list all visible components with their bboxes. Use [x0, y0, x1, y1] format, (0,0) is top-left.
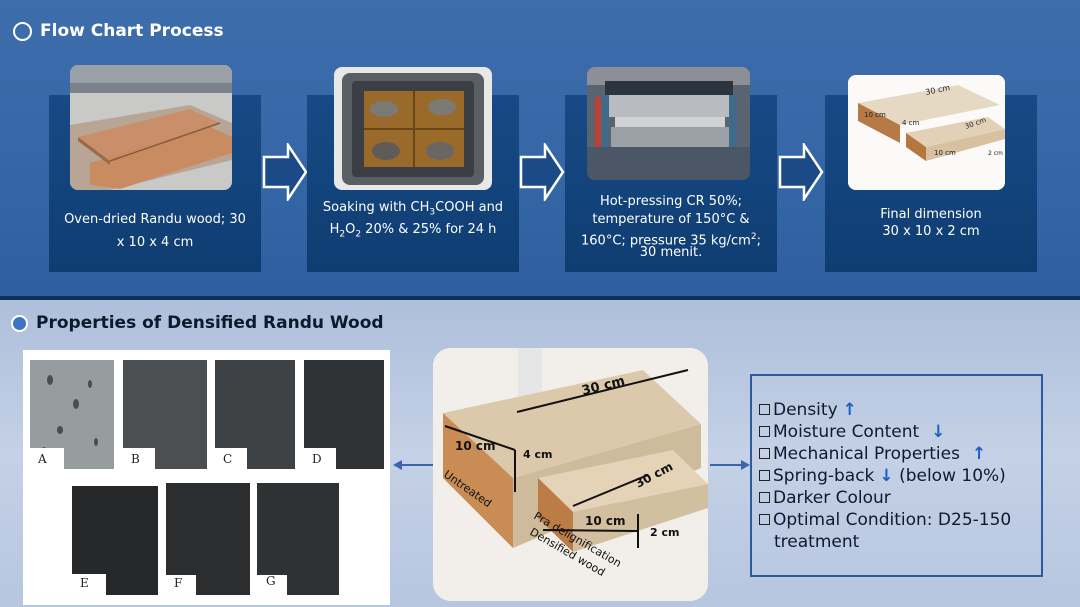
oven-dried-wood-photo	[70, 65, 232, 190]
property-label: Density	[773, 400, 838, 420]
arrow-down-icon: ↓	[879, 466, 894, 486]
property-density: Density↑	[759, 400, 857, 421]
circle-bullet-icon	[13, 21, 32, 41]
step-oven-dried: Oven-dried Randu wood; 30 x 10 x 4 cm	[49, 65, 261, 272]
sample-image-f	[166, 483, 250, 595]
step2-text-b: COOH and	[435, 200, 504, 215]
step1-line1: Oven-dried Randu wood; 30	[64, 212, 246, 227]
property-colour: Darker Colour	[759, 488, 891, 509]
property-label: Spring-back	[773, 466, 875, 486]
step2-sub-b: 2	[339, 229, 346, 240]
final-h2-label: 2 cm	[988, 150, 1003, 157]
arrow-up-icon: ↑	[971, 444, 987, 464]
right-arrow-icon	[778, 143, 824, 201]
property-moisture: Moisture Content ↓	[759, 422, 945, 443]
property-label: Darker Colour	[773, 488, 891, 508]
step2-text-d: O	[345, 222, 356, 237]
property-label: Mechanical Properties	[773, 444, 960, 464]
right-arrow-icon	[262, 143, 308, 201]
property-label: Moisture Content	[773, 422, 920, 442]
top-height-label: 4 cm	[523, 448, 552, 461]
step3-line3: 160°C; pressure 35 kg/cm2;	[565, 227, 777, 251]
sample-label-e: E	[80, 576, 89, 590]
sample-image-b	[123, 360, 207, 469]
step2-text-e: 20% & 25% for 24 h	[361, 222, 497, 237]
final-h-label: 4 cm	[902, 119, 920, 127]
step2-sub-c: 2	[355, 229, 362, 240]
property-mechanical: Mechanical Properties ↑	[759, 444, 986, 465]
property-label: treatment	[774, 532, 860, 552]
step3-text-b: ;	[756, 233, 761, 249]
step2-text-a: Soaking with CH	[322, 200, 430, 215]
properties-title-text: Properties of Densified Randu Wood	[36, 313, 384, 333]
hot-press-machine-photo	[587, 67, 750, 180]
step2-line1: Soaking with CH3COOH and	[307, 198, 519, 223]
final-dimension-photo: 30 cm 10 cm 4 cm 30 cm 10 cm 2 cm	[848, 75, 1005, 190]
bottom-height-label: 2 cm	[650, 526, 679, 539]
checkbox-bullet-icon	[759, 426, 770, 437]
properties-title: Properties of Densified Randu Wood	[11, 313, 384, 333]
arrow-up-icon: ↑	[842, 400, 857, 420]
sample-image-d	[304, 360, 384, 469]
checkbox-bullet-icon	[759, 448, 770, 459]
step3-text-a: 160°C; pressure 35 kg/cm	[581, 233, 751, 249]
property-optimal: Optimal Condition: D25-150	[759, 510, 1011, 531]
bottom-width-label: 10 cm	[585, 514, 626, 528]
sample-image-a	[30, 360, 114, 469]
left-arrow-icon	[393, 460, 433, 470]
step2-sub-a: 3	[429, 207, 436, 218]
sample-label-c: C	[223, 452, 233, 466]
property-suffix: (below 10%)	[899, 466, 1006, 486]
sample-label-a: A	[38, 452, 47, 466]
sample-label-b: B	[131, 452, 140, 466]
top-width-label: 10 cm	[455, 439, 496, 453]
step4-line1: Final dimension	[880, 207, 982, 222]
checkbox-bullet-icon	[759, 492, 770, 503]
densified-wood-photo: 30 cm 10 cm 4 cm Untreated 30 cm 10 cm 2…	[433, 348, 708, 601]
property-label: Optimal Condition: D25-150	[773, 510, 1012, 530]
step1-line2: x 10 x 4 cm	[116, 235, 194, 250]
step-final-dimension: 30 cm 10 cm 4 cm 30 cm 10 cm 2 cm Final …	[825, 75, 1037, 272]
step3-sup: 2	[750, 232, 757, 242]
step3-line4: 30 menit.	[639, 245, 703, 260]
step-soaking: Soaking with CH3COOH and H2O2 20% & 25% …	[307, 67, 519, 272]
step3-line1: Hot-pressing CR 50%;	[599, 194, 743, 209]
flow-chart-title: Flow Chart Process	[13, 21, 224, 41]
section-divider	[0, 296, 1080, 300]
flow-chart-title-text: Flow Chart Process	[40, 21, 224, 41]
right-arrow-icon	[710, 460, 750, 470]
checkbox-bullet-icon	[759, 404, 770, 415]
final-w-label: 10 cm	[864, 111, 886, 119]
samples-grid: A B C D E F G	[23, 350, 390, 605]
property-optimal-cont: treatment	[774, 532, 859, 553]
step-hot-pressing: Hot-pressing CR 50%; temperature of 150°…	[565, 67, 777, 272]
sample-label-d: D	[312, 452, 322, 466]
step2-line2: H2O2 20% & 25% for 24 h	[307, 220, 519, 245]
sample-image-g	[257, 483, 339, 595]
arrow-down-icon: ↓	[931, 422, 946, 442]
sample-label-g: G	[266, 574, 276, 588]
property-spring-back: Spring-back↓ (below 10%)	[759, 466, 1006, 487]
final-w2-label: 10 cm	[934, 149, 956, 157]
properties-list: Density↑ Moisture Content↓ Mechanical Pr…	[750, 374, 1043, 577]
soaking-container-photo	[334, 67, 492, 190]
checkbox-bullet-icon	[759, 514, 770, 525]
sample-label-f: F	[174, 576, 183, 590]
step2-text-c: H	[329, 222, 340, 237]
sample-image-e	[72, 486, 158, 595]
sample-image-c	[215, 360, 295, 469]
right-arrow-icon	[519, 143, 565, 201]
step3-line2: temperature of 150°C &	[592, 212, 750, 227]
checkbox-bullet-icon	[759, 470, 770, 481]
circle-bullet-icon	[11, 314, 28, 332]
step4-line2: 30 x 10 x 2 cm	[882, 224, 980, 239]
